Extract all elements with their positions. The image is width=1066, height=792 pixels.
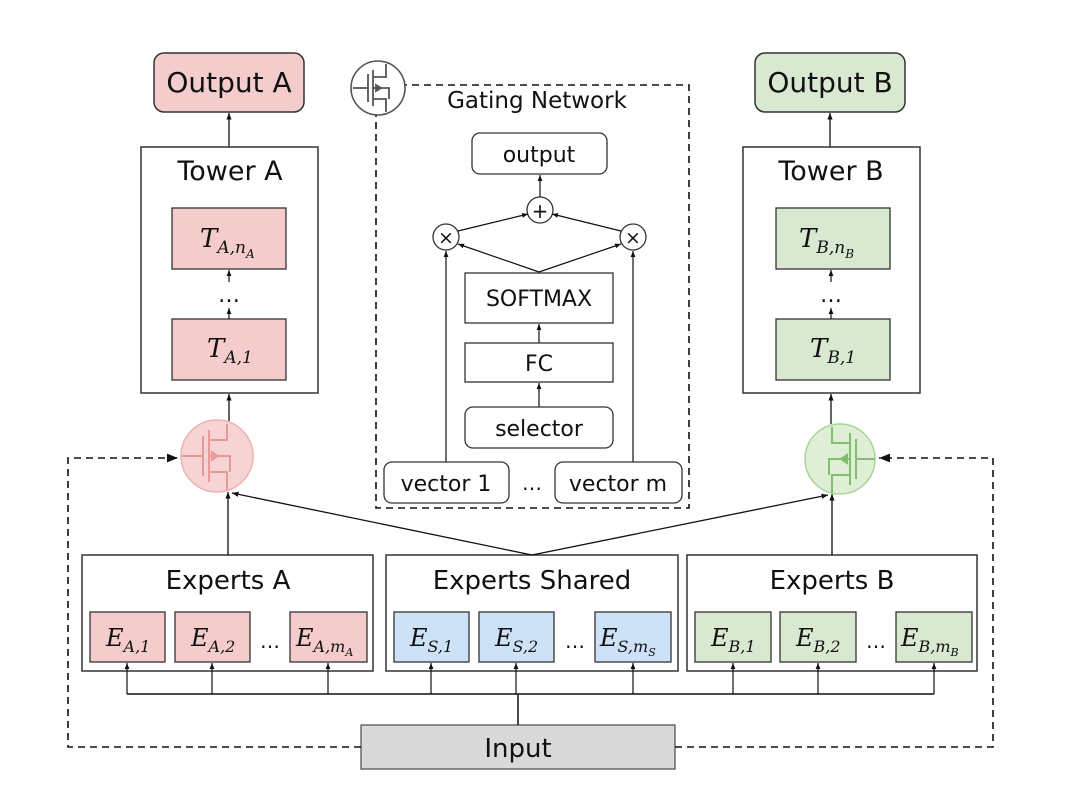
- multiply-node-right: [619, 223, 647, 251]
- tower-a-ellipsis: …: [218, 283, 240, 308]
- fc-box: [464, 342, 614, 383]
- gate-legend-icon: [350, 60, 406, 116]
- vector-1-label: vector 1: [401, 472, 492, 497]
- expert-a-2: [174, 611, 251, 663]
- gating-network-title: Gating Network: [447, 88, 628, 114]
- softmax-box: [464, 272, 614, 324]
- vector-m-box: [554, 461, 683, 504]
- expert-s-ellipsis: …: [565, 629, 585, 653]
- arrow-shared-gate-a: [231, 491, 533, 556]
- experts-a-title: Experts A: [166, 566, 291, 596]
- expert-a-2-label: EA,2: [190, 624, 235, 656]
- gating-network-frame: [375, 84, 690, 509]
- expert-s-1-label: ES,1: [409, 624, 453, 656]
- gate-b-icon: [804, 423, 876, 495]
- tower-b-layer-top: [775, 207, 891, 270]
- input-label: Input: [484, 734, 551, 764]
- tower-a-title: Tower A: [176, 156, 283, 187]
- expert-s-m: [594, 611, 672, 663]
- fc-label: FC: [525, 352, 553, 377]
- tower-b-top-symbol: TB,nB: [799, 224, 854, 261]
- output-a-label: Output A: [166, 66, 291, 99]
- expert-b-ellipsis: …: [866, 629, 886, 653]
- plus-symbol: +: [532, 199, 549, 223]
- selector-box: [464, 406, 614, 449]
- tower-b-bottom-symbol: TB,1: [810, 334, 856, 368]
- multiply-symbol-right: ×: [625, 227, 641, 249]
- expert-b-m-label: EB,mB: [900, 624, 959, 659]
- gating-output-box: [471, 132, 608, 175]
- experts-shared-title: Experts Shared: [433, 566, 632, 596]
- tower-a-bottom-symbol: TA,1: [207, 334, 253, 368]
- gating-output-label: output: [503, 143, 576, 168]
- softmax-label: SOFTMAX: [486, 287, 592, 312]
- expert-a-m: [289, 611, 368, 663]
- vector-ellipsis: …: [522, 471, 542, 495]
- expert-b-m: [895, 611, 973, 663]
- dashed-input-gate-b: [675, 453, 994, 748]
- selector-label: selector: [495, 417, 584, 442]
- tower-b-layer-bottom: [775, 318, 891, 381]
- gate-a-icon: [180, 419, 254, 493]
- experts-b-title: Experts B: [770, 566, 895, 596]
- output-b-label: Output B: [767, 66, 892, 99]
- expert-a-ellipsis: …: [260, 629, 280, 653]
- expert-b-1-label: EB,1: [710, 624, 756, 656]
- expert-b-2: [779, 611, 857, 663]
- arrow-shared-gate-b: [531, 493, 829, 556]
- output-a-box: [153, 52, 305, 113]
- expert-a-1-label: EA,1: [105, 624, 150, 656]
- expert-s-2-label: ES,2: [494, 624, 538, 656]
- vector-m-label: vector m: [569, 472, 667, 497]
- multiply-node-left: [432, 223, 460, 251]
- tower-a-layer-top: [171, 207, 287, 270]
- tower-b-title: Tower B: [777, 156, 883, 187]
- expert-a-1: [89, 611, 166, 663]
- multiply-symbol-left: ×: [438, 227, 454, 249]
- tower-a-layer-bottom: [171, 318, 287, 381]
- expert-a-m-label: EA,mA: [295, 624, 353, 659]
- expert-s-m-label: ES,mS: [599, 624, 656, 659]
- output-b-box: [754, 52, 906, 113]
- expert-b-1: [694, 611, 772, 663]
- expert-s-2: [478, 611, 555, 663]
- expert-b-2-label: EB,2: [795, 624, 841, 656]
- expert-s-1: [393, 611, 470, 663]
- tower-a-top-symbol: TA,nA: [200, 224, 255, 261]
- vector-1-box: [383, 461, 510, 504]
- dashed-input-gate-a: [67, 453, 361, 748]
- input-to-experts-arrows: [124, 663, 937, 694]
- tower-b-ellipsis: …: [820, 283, 842, 308]
